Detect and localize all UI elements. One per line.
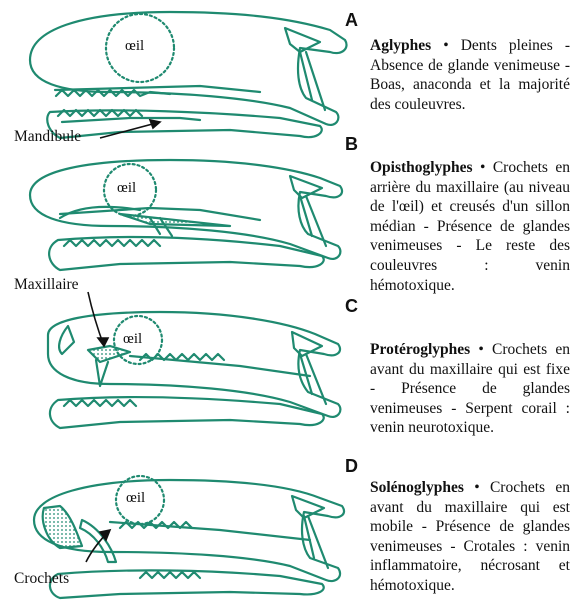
eye-label-c: œil [123, 331, 142, 348]
skull-b [30, 160, 342, 270]
eye-label-a: œil [125, 38, 144, 55]
eye-label-d: œil [126, 490, 145, 507]
panel-desc-a: Aglyphes • Dents pleines - Absence de gl… [370, 36, 570, 114]
panel-text-d: Crochets en avant du maxillaire qui est … [370, 479, 570, 594]
mandibule-label: Mandibule [14, 128, 81, 146]
bullet-d: • [474, 479, 479, 496]
bullet-a: • [443, 37, 448, 54]
eye-label-b: œil [117, 180, 136, 197]
skull-a [30, 12, 347, 138]
panel-desc-d: Solénoglyphes • Crochets en avant du max… [370, 478, 570, 596]
bullet-b: • [480, 159, 485, 176]
panel-name-c: Protéroglyphes [370, 341, 470, 358]
panel-letter-b: B [345, 134, 358, 155]
panel-text-b: Crochets en arrière du maxillaire (au ni… [370, 159, 570, 294]
panel-name-d: Solénoglyphes [370, 479, 464, 496]
panel-desc-c: Protéroglyphes • Crochets en avant du ma… [370, 340, 570, 438]
panel-desc-b: Opisthoglyphes • Crochets en arrière du … [370, 158, 570, 295]
panel-letter-a: A [345, 10, 358, 31]
bullet-c: • [478, 341, 483, 358]
crochets-label: Crochets [14, 570, 69, 588]
panel-name-b: Opisthoglyphes [370, 159, 473, 176]
panel-letter-d: D [345, 456, 358, 477]
maxillaire-label: Maxillaire [14, 276, 79, 294]
skull-d [34, 476, 344, 598]
panel-letter-c: C [345, 296, 358, 317]
skull-c [48, 312, 340, 428]
panel-name-a: Aglyphes [370, 37, 431, 54]
